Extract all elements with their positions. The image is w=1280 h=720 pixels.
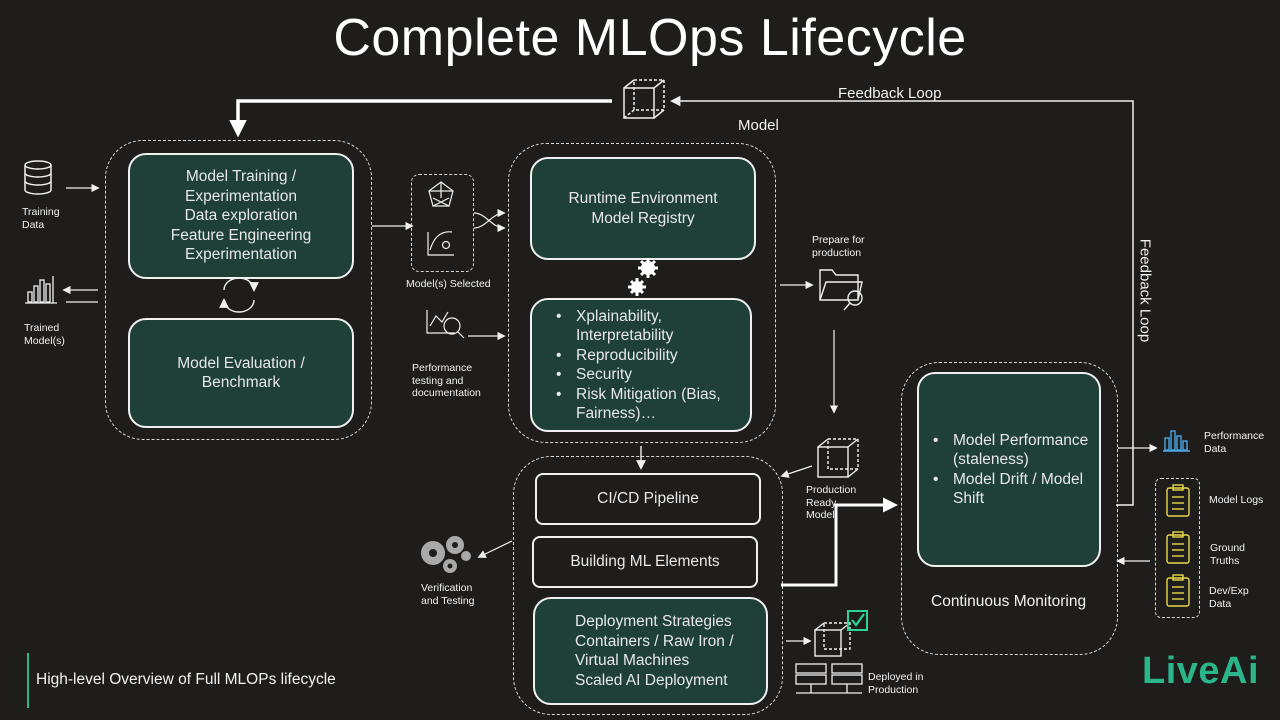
quality-bullet: Security bbox=[550, 365, 745, 385]
label-line: Data bbox=[22, 218, 45, 231]
deployment-line: Scaled AI Deployment bbox=[575, 671, 728, 689]
ground-truths-label: Ground Truths bbox=[1210, 542, 1245, 567]
quality-bullet: Xplainability, Interpretability bbox=[550, 307, 745, 346]
model-training-box: Model Training / Experimentation Data ex… bbox=[128, 153, 354, 279]
training-group bbox=[105, 140, 372, 440]
radar-chart-icon bbox=[428, 181, 454, 207]
label-line: Model Logs bbox=[1209, 494, 1264, 506]
label-line: Performance bbox=[412, 362, 473, 374]
performance-chart-icon bbox=[1163, 430, 1190, 452]
monitoring-box: Model Performance (staleness) Model Drif… bbox=[917, 372, 1101, 567]
model-evaluation-box: Model Evaluation / Benchmark bbox=[128, 318, 354, 428]
label-line: Training bbox=[22, 206, 60, 218]
label-line: Production bbox=[806, 484, 857, 496]
loop-arrow-to-training bbox=[229, 99, 612, 138]
training-line: Data exploration bbox=[184, 207, 298, 225]
dev-exp-data-label: Dev/Exp Data bbox=[1209, 585, 1249, 610]
training-data-label: Training Data bbox=[22, 206, 60, 231]
verification-label: Verification and Testing bbox=[421, 582, 475, 607]
server-rack-icon bbox=[795, 663, 863, 694]
label-line: Data bbox=[1204, 442, 1227, 455]
label-line: and Testing bbox=[421, 594, 475, 607]
label-line: Prepare for bbox=[812, 234, 865, 246]
verification-gears-icon bbox=[421, 536, 471, 573]
label-line: Ready bbox=[806, 496, 837, 509]
footer-caption: High-level Overview of Full MLOPs lifecy… bbox=[36, 671, 336, 688]
performance-data-label: Performance Data bbox=[1204, 430, 1264, 455]
trained-models-label: Trained Model(s) bbox=[24, 322, 65, 347]
production-ready-label: Production Ready Model bbox=[806, 484, 856, 522]
training-line: Experimentation bbox=[184, 187, 297, 205]
label-line: Ground bbox=[1210, 542, 1246, 554]
training-line: Model Training / bbox=[185, 168, 297, 186]
arrow-deployment-to-monitoring bbox=[781, 497, 898, 587]
models-selected-label: Model(s) Selected bbox=[406, 278, 491, 291]
evaluation-line: Benchmark bbox=[201, 374, 281, 391]
deployment-line: Deployment Strategies bbox=[575, 613, 732, 630]
production-cube-icon bbox=[817, 438, 859, 478]
building-ml-elements-box: Building ML Elements bbox=[532, 536, 758, 588]
database-icon bbox=[24, 160, 52, 195]
model-quality-box: Xplainability, Interpretability Reproduc… bbox=[530, 298, 752, 432]
training-line: Feature Engineering bbox=[170, 226, 312, 244]
monitoring-group bbox=[901, 362, 1118, 655]
feedback-loop-arrow bbox=[669, 95, 1134, 506]
runtime-environment-box: Runtime Environment Model Registry bbox=[530, 157, 756, 260]
deployment-line: Containers / Raw Iron / bbox=[575, 632, 734, 650]
label-line: Trained bbox=[24, 322, 60, 334]
bar-chart-icon bbox=[25, 276, 57, 304]
deployment-line: Virtual Machines bbox=[575, 652, 690, 669]
deployed-label: Deployed in Production bbox=[868, 671, 923, 696]
label-line: Data bbox=[1209, 597, 1232, 610]
label-line: Truths bbox=[1210, 554, 1240, 567]
arrow-to-verification bbox=[477, 540, 513, 558]
ground-truths-icon bbox=[1166, 531, 1190, 564]
label-line: Deployed in bbox=[868, 671, 924, 683]
dev-exp-data-icon bbox=[1166, 574, 1190, 607]
gears-icon bbox=[628, 258, 658, 296]
label-line: testing and bbox=[412, 374, 464, 387]
checkbox-icon bbox=[847, 610, 868, 631]
label-line: Verification bbox=[421, 582, 473, 594]
label-line: production bbox=[812, 246, 862, 259]
label-line: Production bbox=[868, 683, 919, 696]
monitoring-bullet: Model Drift / Model Shift bbox=[927, 470, 1097, 509]
model-group bbox=[508, 143, 776, 443]
label-line: Performance bbox=[1204, 430, 1265, 442]
curve-gear-icon bbox=[427, 231, 454, 256]
arrow-production-ready-to-deployment bbox=[780, 465, 813, 478]
monitoring-bullet: Model Performance (staleness) bbox=[927, 431, 1097, 470]
shuffle-icon bbox=[473, 208, 506, 233]
model-logs-icon bbox=[1166, 484, 1190, 517]
quality-bullet: Risk Mitigation (Bias, Fairness)… bbox=[550, 385, 745, 424]
feedback-loop-top-label: Feedback Loop bbox=[838, 85, 942, 102]
folder-search-icon bbox=[819, 269, 863, 311]
label-line: Model(s) bbox=[24, 334, 65, 347]
prepare-production-label: Prepare for production bbox=[812, 234, 865, 259]
performance-search-icon bbox=[426, 310, 465, 339]
cycle-icon bbox=[219, 277, 259, 313]
quality-bullet: Reproducibility bbox=[550, 346, 745, 366]
page-title: Complete MLOps Lifecycle bbox=[333, 9, 967, 67]
cicd-pipeline-box: CI/CD Pipeline bbox=[535, 473, 761, 525]
label-line: documentation bbox=[412, 387, 481, 399]
runtime-line: Runtime Environment bbox=[568, 190, 718, 207]
model-label: Model bbox=[738, 117, 779, 134]
deployment-strategies-box: Deployment Strategies Containers / Raw I… bbox=[533, 597, 768, 705]
runtime-line: Model Registry bbox=[591, 209, 695, 227]
brand-logo: LiveAi bbox=[1142, 650, 1260, 692]
performance-testing-label: Performance testing and documentation bbox=[412, 362, 481, 400]
label-line: Model(s) Selected bbox=[406, 278, 491, 290]
model-cube-icon bbox=[623, 79, 665, 119]
footer-divider bbox=[27, 653, 29, 708]
input-data-group bbox=[1155, 478, 1200, 618]
label-line: Model bbox=[806, 509, 835, 521]
model-logs-label: Model Logs bbox=[1209, 494, 1263, 507]
evaluation-line: Model Evaluation / bbox=[177, 354, 305, 372]
label-line: Dev/Exp bbox=[1209, 585, 1249, 597]
training-line: Experimentation bbox=[184, 246, 297, 264]
deployed-cube-icon bbox=[814, 622, 851, 657]
continuous-monitoring-label: Continuous Monitoring bbox=[931, 593, 1087, 610]
